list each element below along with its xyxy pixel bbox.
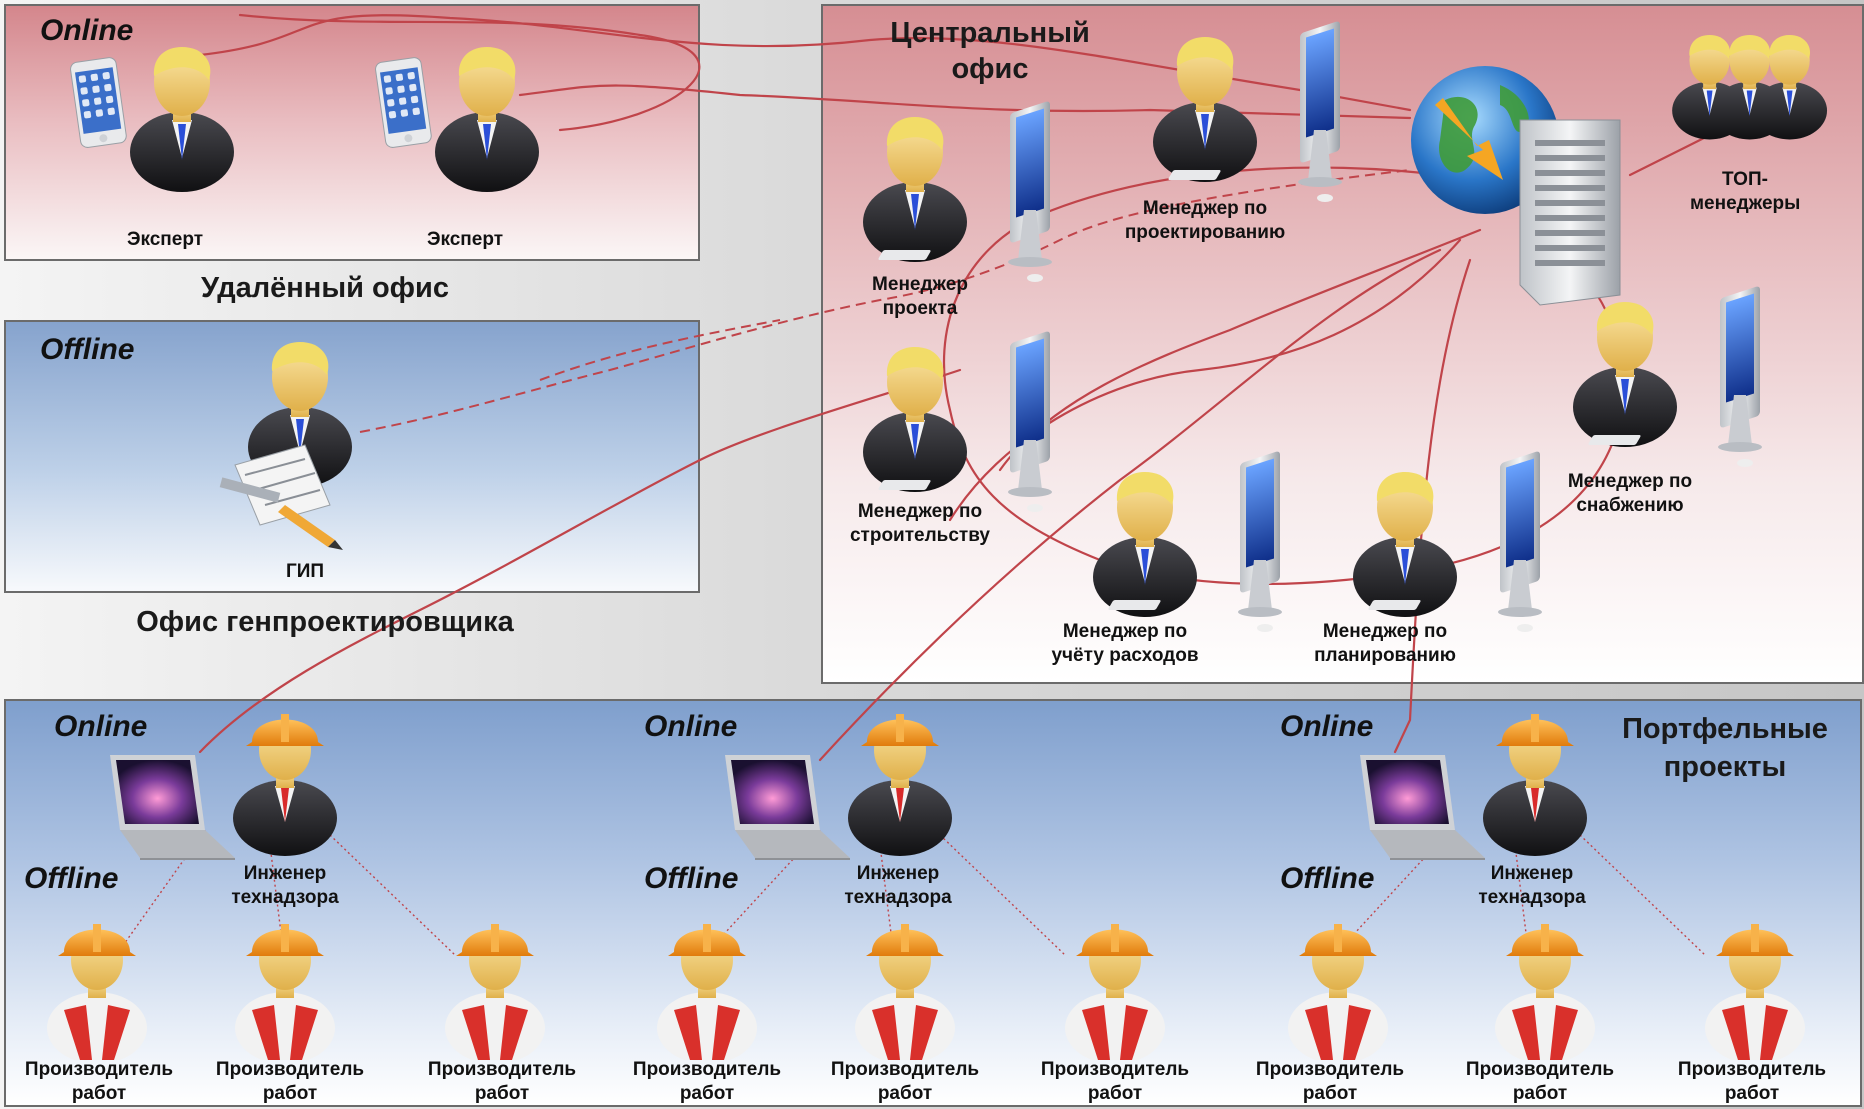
group2-online-label: Online <box>644 710 738 743</box>
remote-office-title: Удалённый офис <box>200 272 450 304</box>
worker-1-2-icon <box>235 924 335 1060</box>
portfolio-title: Портфельные проекты <box>1622 713 1828 783</box>
gip-label: ГИП <box>285 561 325 582</box>
group3-engineer-laptop-icon <box>1360 714 1587 860</box>
expert-2-icon <box>374 47 539 192</box>
worker-1-1-icon <box>47 924 147 1060</box>
gen-office-title: Офис генпроектировщика <box>136 606 514 638</box>
gen-offline-label: Offline <box>40 333 135 366</box>
design-manager-label: Менеджер по проектированию <box>1124 198 1286 243</box>
group2-engineer-laptop-icon <box>725 714 952 860</box>
expert-1-icon <box>69 47 234 192</box>
cost-manager-icon <box>1093 450 1282 632</box>
group3-offline-label: Offline <box>1280 862 1375 895</box>
gip-icon <box>219 342 352 550</box>
planning-manager-label: Менеджер по планированию <box>1314 621 1456 666</box>
group2-offline-label: Offline <box>644 862 739 895</box>
supply-manager-icon <box>1573 285 1762 467</box>
remote-online-label: Online <box>40 14 134 47</box>
expert-2-label: Эксперт <box>426 229 504 250</box>
group1-online-label: Online <box>54 710 148 743</box>
group3-online-label: Online <box>1280 710 1374 743</box>
worker-2-3-icon <box>1065 924 1165 1060</box>
supply-manager-label: Менеджер по снабжению <box>1567 471 1693 516</box>
cost-manager-label: Менеджер по учёту расходов <box>1051 621 1199 666</box>
top-managers-icon <box>1672 35 1828 140</box>
top-managers-label: ТОП- менеджеры <box>1690 169 1801 214</box>
group2-engineer-label: Инженер технадзора <box>844 863 952 908</box>
group1-offline-label: Offline <box>24 862 119 895</box>
project-manager-label: Менеджер проекта <box>872 274 968 319</box>
central-office-title: Центральный офис <box>890 17 1090 85</box>
worker-1-3-icon <box>445 924 545 1060</box>
group1-engineer-laptop-icon <box>110 714 337 860</box>
construction-manager-icon <box>863 330 1052 512</box>
design-manager-icon <box>1153 20 1342 202</box>
worker-3-2-icon <box>1495 924 1595 1060</box>
worker-2-1-icon <box>657 924 757 1060</box>
group1-engineer-label: Инженер технадзора <box>231 863 339 908</box>
drawing-tools-icon <box>219 444 343 550</box>
project-manager-icon <box>863 100 1052 282</box>
group3-engineer-label: Инженер технадзора <box>1478 863 1586 908</box>
worker-3-1-icon <box>1288 924 1388 1060</box>
planning-manager-icon <box>1353 450 1542 632</box>
expert-1-label: Эксперт <box>126 229 204 250</box>
server-globe-icon <box>1411 66 1621 306</box>
worker-2-2-icon <box>855 924 955 1060</box>
construction-manager-label: Менеджер по строительству <box>849 501 991 546</box>
worker-3-3-icon <box>1705 924 1805 1060</box>
